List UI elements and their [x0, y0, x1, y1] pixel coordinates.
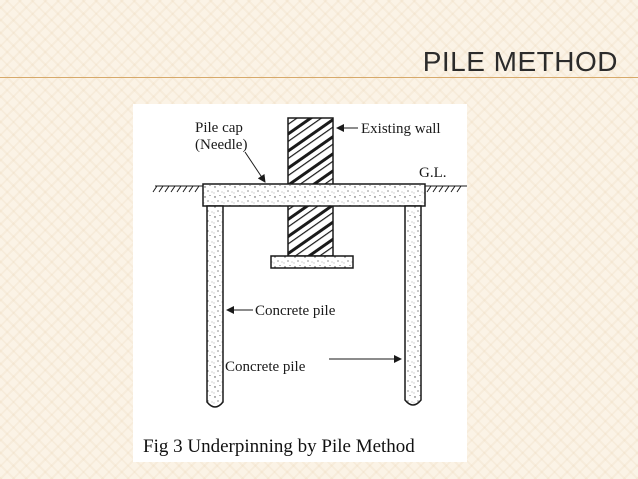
title-divider	[0, 77, 638, 78]
ground-level-label: G.L.	[419, 165, 447, 181]
needle-label: (Needle)	[195, 137, 247, 153]
figure-caption: Fig 3 Underpinning by Pile Method	[143, 436, 415, 457]
pile-cap-label: Pile cap	[195, 120, 243, 136]
concrete-pile-right-label: Concrete pile	[225, 359, 306, 375]
diagram-panel: Pile cap (Needle) Existing wall G.L. Con…	[133, 104, 467, 462]
slide-title: PILE METHOD	[422, 46, 618, 77]
underpinning-diagram: Pile cap (Needle) Existing wall G.L. Con…	[143, 117, 467, 457]
concrete-pile-right	[404, 205, 422, 406]
concrete-pile-left-label: Concrete pile	[255, 303, 336, 319]
pile-cap-leader	[244, 151, 266, 183]
pile-cap	[202, 183, 426, 207]
wall-footing	[270, 255, 354, 269]
concrete-pile-left	[206, 205, 224, 408]
existing-wall-label: Existing wall	[361, 121, 441, 137]
